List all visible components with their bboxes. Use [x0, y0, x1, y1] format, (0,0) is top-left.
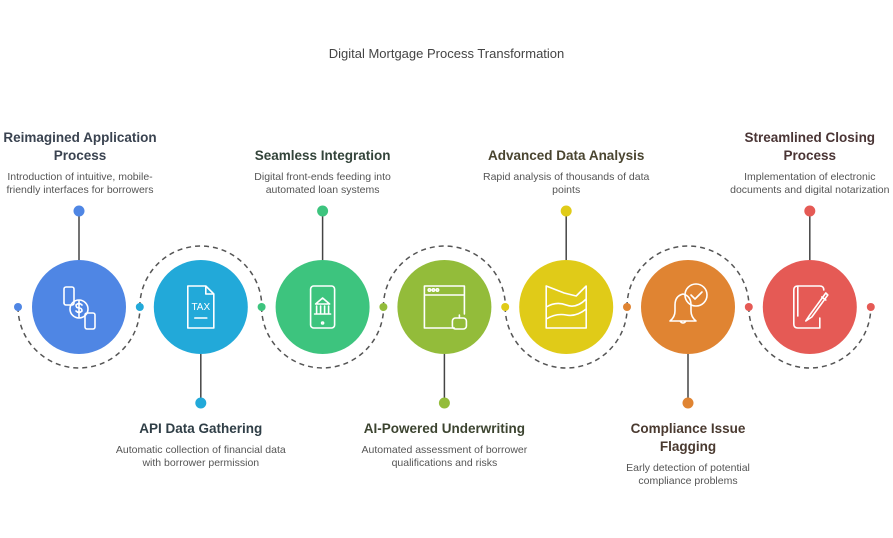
bell-check-icon — [669, 283, 708, 324]
junction-dot — [135, 303, 144, 311]
dashed-connector — [382, 245, 507, 308]
step-6 — [623, 245, 750, 409]
tax-document-icon: TAX — [187, 285, 215, 329]
step-circle — [153, 260, 248, 354]
step-circle — [519, 260, 614, 354]
diagram-title: Digital Mortgage Process Transformation — [328, 46, 565, 61]
dashed-connector — [748, 306, 872, 369]
step-circle — [641, 260, 735, 354]
junction-dot — [501, 303, 510, 311]
step-title: Reimagined Application Process — [3, 130, 157, 163]
dashed-connector — [17, 306, 141, 369]
dashed-connector — [504, 306, 628, 369]
step-title: Streamlined Closing Process — [744, 130, 876, 163]
step-circle — [397, 260, 492, 354]
mobile-bank-icon — [309, 285, 336, 329]
stem-dot — [195, 397, 207, 409]
dashed-connector — [260, 306, 385, 369]
stem-dot — [560, 205, 572, 217]
step-title: API Data Gathering — [139, 421, 263, 436]
step-description: Early detection of potential compliance … — [626, 462, 750, 487]
step-title: AI-Powered Underwriting — [363, 421, 526, 436]
step-5 — [501, 205, 628, 369]
dashed-connector — [139, 245, 263, 308]
step-description: Automatic collection of financial data w… — [115, 444, 286, 469]
step-title: Seamless Integration — [254, 148, 391, 163]
step-3 — [257, 205, 385, 369]
step-description: Automated assessment of borrower qualifi… — [361, 444, 528, 469]
junction-dot — [744, 303, 753, 311]
stem-dot — [73, 205, 85, 217]
junction-dot — [623, 303, 631, 311]
step-title: Compliance Issue Flagging — [630, 421, 746, 454]
stem-dot — [317, 205, 329, 217]
step-circle — [275, 260, 370, 354]
step-description: Digital front-ends feeding into automate… — [254, 171, 391, 196]
step-description: Rapid analysis of thousands of data poin… — [483, 171, 650, 196]
step-2: TAX — [135, 245, 263, 409]
stem-dot — [438, 397, 450, 409]
browser-robot-icon — [423, 285, 468, 330]
step-circle — [762, 260, 857, 354]
step-description: Introduction of intuitive, mobile-friend… — [6, 171, 154, 196]
area-chart-icon — [545, 285, 588, 329]
junction-dot — [379, 303, 388, 311]
step-1 — [14, 205, 141, 369]
dashed-connector — [626, 245, 750, 308]
junction-dot — [866, 303, 875, 311]
svg-text:TAX: TAX — [191, 302, 210, 313]
step-4 — [379, 245, 507, 409]
junction-dot — [14, 303, 22, 311]
step-7 — [744, 205, 875, 369]
junction-dot — [257, 303, 266, 311]
stem-dot — [682, 397, 694, 409]
stem-dot — [804, 205, 816, 217]
mobile-dollar-icon — [63, 286, 96, 330]
step-title: Advanced Data Analysis — [488, 148, 645, 163]
document-pen-icon — [792, 285, 829, 329]
step-description: Implementation of electronic documents a… — [730, 171, 890, 196]
